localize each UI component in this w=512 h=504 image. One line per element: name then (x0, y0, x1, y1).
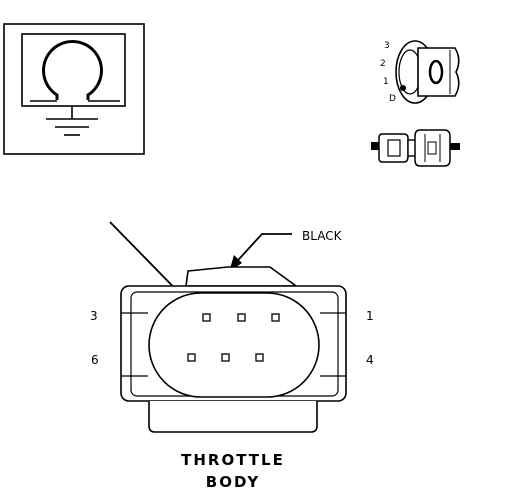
ground-omega-symbol-icon (3, 23, 145, 155)
pin-cavity-6 (187, 353, 196, 362)
pin-cavity-3 (202, 313, 211, 322)
pin-cavity-4 (255, 353, 264, 362)
connector-face (120, 266, 347, 433)
pin-cavity-1 (271, 313, 280, 322)
lock-position-2: 2 (380, 59, 386, 69)
wire-color-callout: BLACK (228, 229, 343, 272)
lock-position-1: 1 (383, 77, 389, 87)
pin-label-top-left: 3 (90, 309, 98, 323)
wire-color-label: BLACK (302, 229, 343, 243)
lock-position-3: 3 (384, 41, 390, 51)
pin-label-bottom-left: 6 (91, 353, 99, 367)
pin-cavity-2 (237, 313, 246, 322)
pin-label-top-right: 1 (366, 309, 374, 323)
pin-cavity-5 (221, 353, 230, 362)
caption-line-1: THROTTLE (181, 451, 285, 469)
lock-position-d: D (389, 94, 396, 104)
pin-label-bottom-right: 4 (366, 353, 374, 367)
key-lock-icon: 3 2 1 D (380, 40, 460, 104)
caption-line-2: BODY (206, 473, 260, 491)
connector-pair-icon (371, 129, 460, 167)
